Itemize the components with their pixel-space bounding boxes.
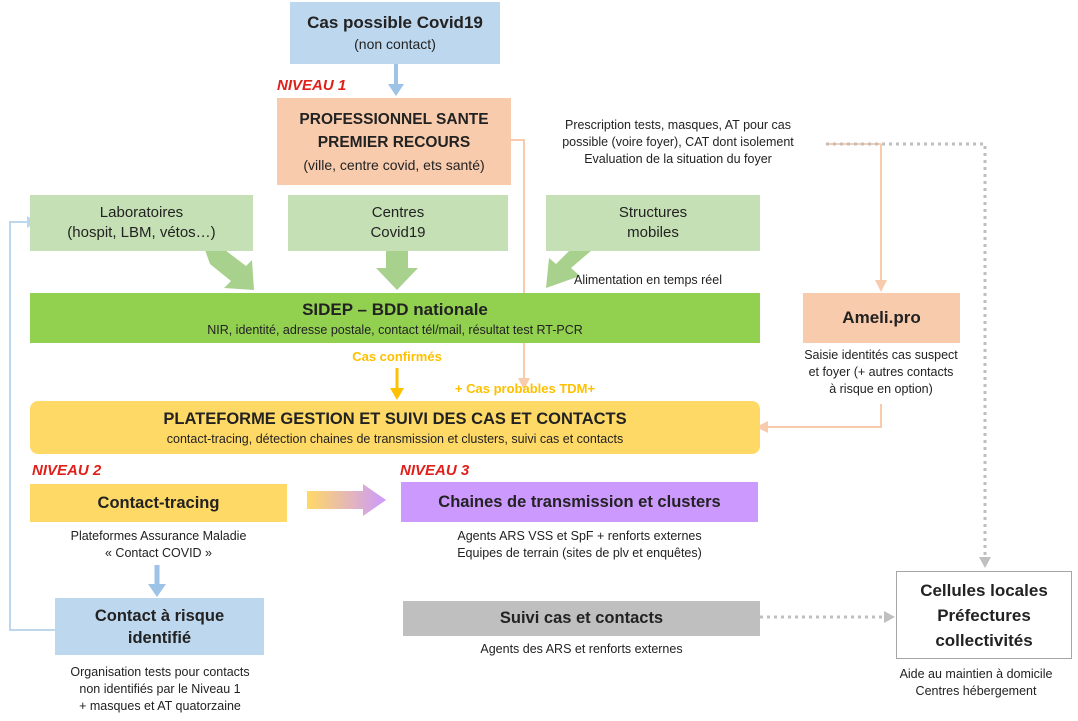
prescription-line3: Evaluation de la situation du foyer [584, 152, 772, 166]
contact-tracing-box: Contact-tracing [30, 484, 287, 522]
cellules-note2: Centres hébergement [915, 684, 1037, 698]
arrow-centres-to-sidep [376, 250, 418, 290]
structures-mobiles-box: Structures mobiles [546, 195, 760, 251]
arrow-professionnel-to-plateforme [510, 139, 530, 390]
contact-risque-note1: Organisation tests pour contacts [70, 665, 250, 679]
cas-probables-label: + Cas probables TDM+ [454, 381, 596, 396]
sidep-box: SIDEP – BDD nationale NIR, identité, adr… [30, 293, 760, 343]
sidep-title: SIDEP – BDD nationale [302, 299, 488, 319]
sidep-subtitle: NIR, identité, adresse postale, contact … [207, 322, 583, 337]
cellules-line2: Préfectures [937, 605, 1031, 625]
plateforme-subtitle: contact-tracing, détection chaines de tr… [166, 431, 624, 446]
contact-risque-note: Organisation tests pour contacts non ide… [40, 664, 280, 715]
chaines-title: Chaines de transmission et clusters [438, 492, 721, 511]
chaines-line1: Agents ARS VSS et SpF + renforts externe… [457, 529, 702, 543]
ameli-line2: et foyer (+ autres contacts [808, 365, 954, 379]
prescription-line2: possible (voire foyer), CAT dont isoleme… [562, 135, 794, 149]
cas-confirmes-label: Cas confirmés [352, 349, 442, 364]
suivi-box: Suivi cas et contacts [403, 601, 760, 636]
contact-risque-line1: Contact à risque [94, 606, 225, 625]
chaines-line2: Equipes de terrain (sites de plv et enqu… [457, 546, 702, 560]
arrow-suivi-to-cellules [760, 611, 895, 623]
plateforme-box: PLATEFORME GESTION ET SUIVI DES CAS ET C… [30, 401, 760, 454]
prescription-line1: Prescription tests, masques, AT pour cas [564, 118, 792, 132]
alimentation-label: Alimentation en temps réel [574, 273, 722, 287]
chaines-box: Chaines de transmission et clusters [401, 482, 758, 522]
centres-line2: Covid19 [370, 224, 426, 241]
suivi-line1: Agents des ARS et renforts externes [480, 642, 683, 656]
structures-line2: mobiles [627, 224, 679, 241]
structures-line1: Structures [618, 204, 688, 221]
centres-line1: Centres [371, 204, 425, 221]
cellules-line1: Cellules locales [920, 580, 1048, 600]
professionnel-sante-box: PROFESSIONNEL SANTE PREMIER RECOURS (vil… [277, 98, 511, 185]
prescription-note: Prescription tests, masques, AT pour cas… [528, 117, 828, 168]
ameli-pro-box: Ameli.pro [803, 293, 960, 343]
contact-tracing-note: Plateformes Assurance Maladie « Contact … [30, 528, 287, 562]
cas-possible-box: Cas possible Covid19 (non contact) [290, 2, 500, 64]
ameli-line1: Saisie identités cas suspect [804, 348, 958, 362]
niveau-2-label: NIVEAU 2 [32, 462, 102, 479]
contact-risque-note3: + masques et AT quatorzaine [79, 699, 241, 713]
chaines-note: Agents ARS VSS et SpF + renforts externe… [401, 528, 758, 562]
arrow-prof-to-cellules [826, 142, 991, 568]
professionnel-line3: (ville, centre covid, ets santé) [303, 156, 485, 173]
ameli-title: Ameli.pro [842, 308, 921, 327]
contact-risque-note2: non identifiés par le Niveau 1 [79, 682, 241, 696]
professionnel-line2: PREMIER RECOURS [317, 133, 471, 151]
niveau-1-label: NIVEAU 1 [277, 77, 347, 94]
arrow-cas-to-professionnel [388, 64, 404, 96]
cas-possible-title: Cas possible Covid19 [307, 13, 483, 32]
contact-risque-line2: identifié [127, 628, 192, 647]
arrow-structures-to-sidep [546, 250, 592, 288]
laboratoires-line1: Laboratoires [99, 204, 184, 221]
arrow-ameli-to-plateforme [756, 404, 882, 433]
plateforme-title: PLATEFORME GESTION ET SUIVI DES CAS ET C… [163, 409, 627, 428]
contact-tracing-line2: « Contact COVID » [105, 546, 212, 560]
professionnel-line1: PROFESSIONNEL SANTE [299, 110, 489, 128]
laboratoires-box: Laboratoires (hospit, LBM, vétos…) [30, 195, 253, 251]
laboratoires-line2: (hospit, LBM, vétos…) [67, 224, 216, 241]
arrow-contact-to-risque [148, 565, 166, 597]
niveau-3-label: NIVEAU 3 [400, 462, 470, 479]
centres-covid-box: Centres Covid19 [288, 195, 508, 251]
cellules-note: Aide au maintien à domicile Centres hébe… [876, 666, 1076, 700]
cas-possible-subtitle: (non contact) [354, 36, 436, 52]
ameli-note: Saisie identités cas suspect et foyer (+… [780, 347, 982, 398]
arrow-sidep-to-plateforme [390, 368, 404, 400]
ameli-line3: à risque en option) [829, 382, 933, 396]
suivi-title: Suivi cas et contacts [499, 609, 664, 627]
cellules-note1: Aide au maintien à domicile [899, 667, 1053, 681]
cellules-line3: collectivités [935, 630, 1033, 650]
contact-risque-box: Contact à risque identifié [55, 598, 264, 655]
cellules-box: Cellules locales Préfectures collectivit… [896, 571, 1072, 659]
contact-tracing-line1: Plateformes Assurance Maladie [70, 529, 247, 543]
arrow-labo-to-sidep [205, 250, 254, 290]
contact-tracing-title: Contact-tracing [97, 493, 220, 512]
arrow-note-to-ameli [826, 143, 887, 292]
arrow-contact-to-chaines [307, 484, 386, 516]
